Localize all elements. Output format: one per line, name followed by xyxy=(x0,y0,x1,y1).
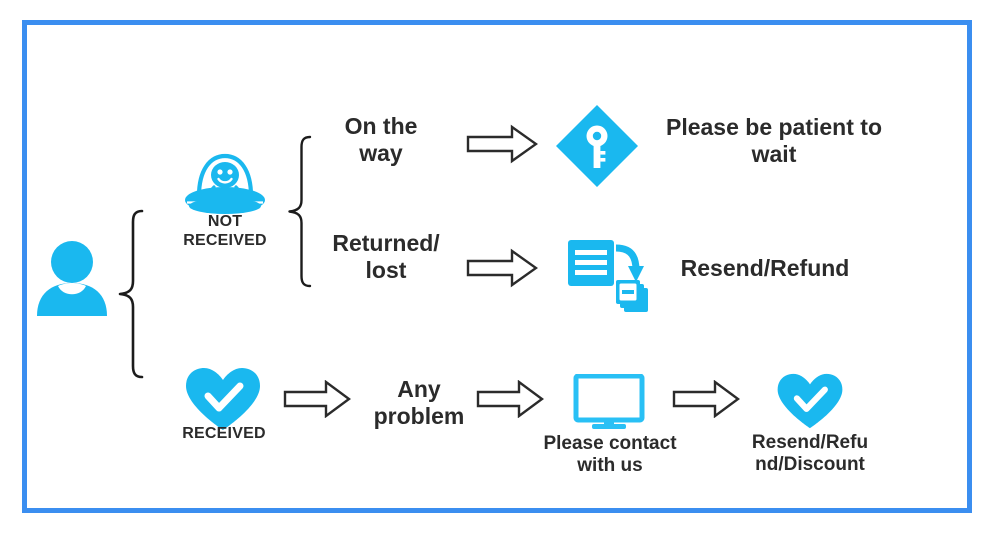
document-resend-icon xyxy=(566,238,650,316)
arrow-received-1 xyxy=(283,379,352,419)
brace-root xyxy=(116,208,146,380)
arrow-received-2 xyxy=(476,379,545,419)
key-diamond-icon xyxy=(556,105,638,187)
monitor-icon xyxy=(570,374,648,430)
customer-person-icon xyxy=(36,236,108,316)
heart-check-icon xyxy=(183,366,263,432)
result-label-resend-refund: Resend/Refund xyxy=(680,255,850,281)
heart-check-icon-resolution xyxy=(775,372,845,430)
condition-label-returned-lost: Returned/ lost xyxy=(332,230,440,284)
step-label-resolution: Resend/Refu nd/Discount xyxy=(751,432,869,476)
step-label-any-problem: Any problem xyxy=(373,376,465,430)
ufo-alien-icon xyxy=(183,140,267,218)
branch-label-received: RECEIVED xyxy=(182,425,266,442)
result-label-be-patient: Please be patient to wait xyxy=(665,114,882,168)
brace-not-received xyxy=(286,134,314,290)
condition-label-on-the-way: On the way xyxy=(344,113,418,167)
arrow-returned-lost xyxy=(466,248,539,288)
arrow-received-3 xyxy=(672,379,741,419)
branch-label-not-received: NOT RECEIVED xyxy=(183,213,267,249)
arrow-on-the-way xyxy=(466,124,539,164)
step-label-contact-us: Please contact with us xyxy=(543,433,677,477)
